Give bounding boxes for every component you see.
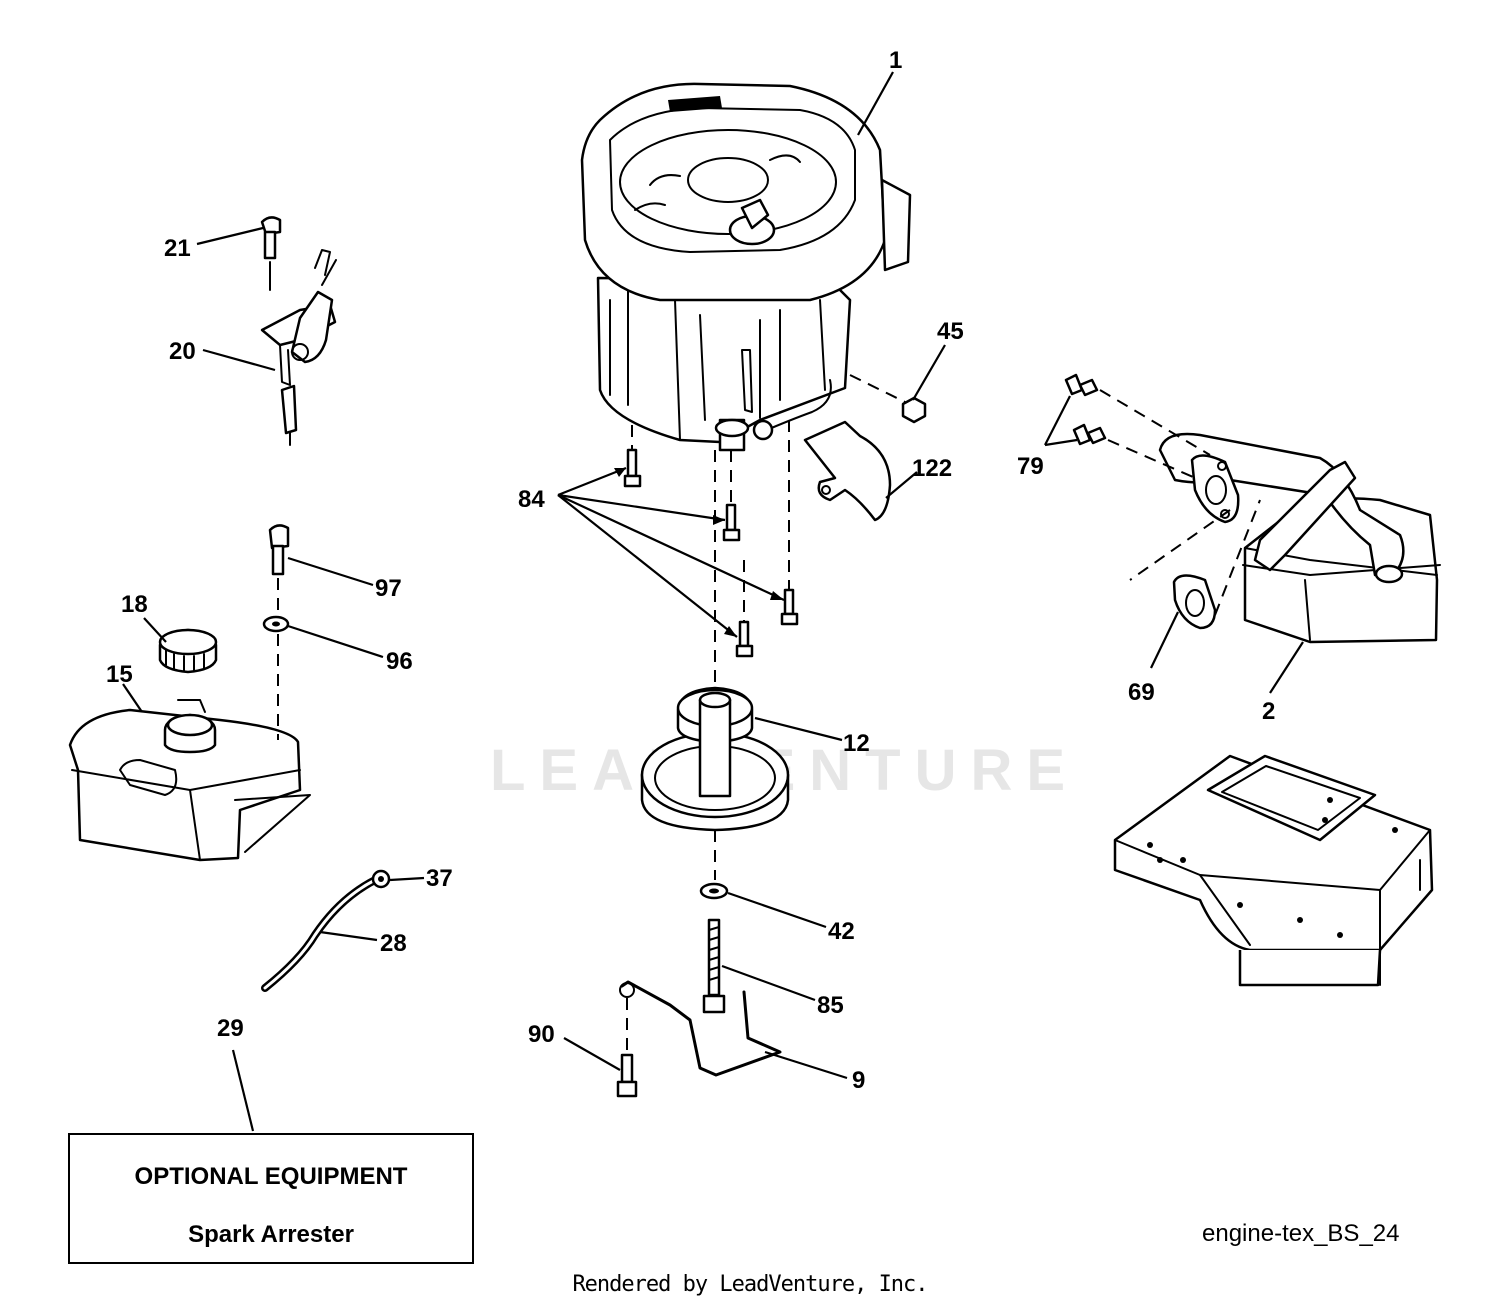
exhaust-gasket[interactable] — [1129, 454, 1261, 630]
callout-122: 122 — [912, 455, 952, 482]
callout-20: 20 — [169, 338, 196, 365]
fuel-tank[interactable] — [68, 699, 311, 862]
callout-79: 79 — [1017, 453, 1044, 480]
heat-shield[interactable] — [803, 420, 892, 522]
callout-85: 85 — [817, 992, 844, 1019]
callout-1: 1 — [889, 47, 902, 74]
callout-42: 42 — [828, 918, 855, 945]
engine-bolts[interactable] — [623, 420, 799, 658]
callout-45: 45 — [937, 318, 964, 345]
exhaust-bolts[interactable] — [1064, 373, 1211, 481]
fuel-line-clamp[interactable] — [371, 869, 391, 889]
pulley-washer[interactable] — [699, 882, 729, 900]
callout-96: 96 — [386, 648, 413, 675]
leader-arrowheads — [614, 468, 784, 637]
callout-12: 12 — [843, 730, 870, 757]
leader-lines — [122, 71, 1304, 1132]
callout-labels: 1 21 20 45 79 122 84 97 18 96 15 12 69 2… — [106, 47, 1275, 1094]
callout-97: 97 — [375, 575, 402, 602]
callout-28: 28 — [380, 930, 407, 957]
callout-18: 18 — [121, 591, 148, 618]
bracket-bolt[interactable] — [616, 998, 638, 1098]
footer-credit: Rendered by LeadVenture, Inc. — [572, 1272, 928, 1297]
diagram-id: engine-tex_BS_24 — [1202, 1220, 1400, 1247]
tank-bolt[interactable] — [268, 524, 290, 740]
mounting-plate[interactable] — [1113, 754, 1434, 987]
engine[interactable] — [580, 82, 912, 452]
callout-15: 15 — [106, 661, 133, 688]
fuel-cap[interactable] — [158, 628, 218, 674]
engine-pulley[interactable] — [640, 450, 790, 880]
throttle-screw[interactable] — [260, 216, 282, 291]
fuel-line[interactable] — [261, 876, 379, 992]
bracket[interactable] — [619, 980, 782, 1077]
callout-37: 37 — [426, 865, 453, 892]
tank-washer[interactable] — [262, 615, 290, 633]
optional-equipment-box: OPTIONAL EQUIPMENT Spark Arrester — [68, 1133, 474, 1264]
pulley-bolt[interactable] — [702, 918, 726, 1014]
callout-9: 9 — [852, 1067, 865, 1094]
callout-90: 90 — [528, 1021, 555, 1048]
callout-21: 21 — [164, 235, 191, 262]
throttle-control[interactable] — [260, 249, 337, 446]
callout-29: 29 — [217, 1015, 244, 1042]
optional-equipment-item: Spark Arrester — [188, 1221, 354, 1248]
optional-equipment-title: OPTIONAL EQUIPMENT — [134, 1163, 408, 1190]
callout-69: 69 — [1128, 679, 1155, 706]
callout-2: 2 — [1262, 698, 1275, 725]
callout-84: 84 — [518, 486, 545, 513]
